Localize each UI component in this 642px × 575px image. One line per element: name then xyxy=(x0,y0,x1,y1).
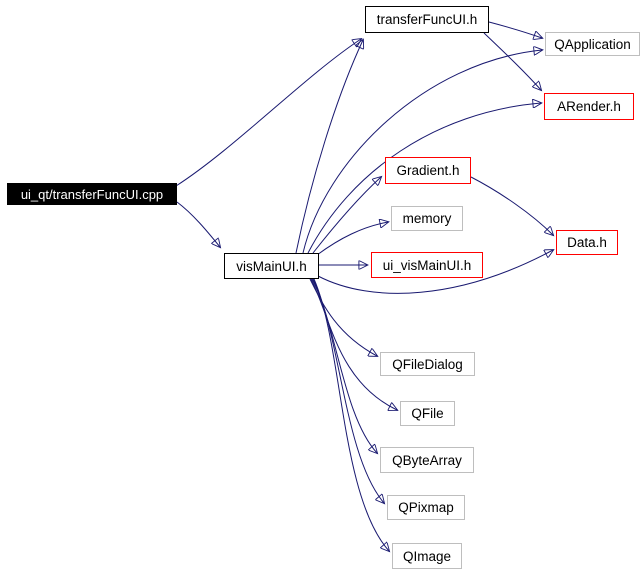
node-label: memory xyxy=(402,211,452,226)
edge-Gradient-to-Data xyxy=(470,176,553,235)
edge-visMainUI-to-ARender xyxy=(307,103,541,254)
node-qfile: QFile xyxy=(400,401,455,426)
node-qfiledialog: QFileDialog xyxy=(380,352,475,376)
node-memory: memory xyxy=(391,206,463,231)
node-label: ui_qt/transferFuncUI.cpp xyxy=(20,186,164,202)
edge-visMainUI-to-memory xyxy=(316,222,388,256)
node-label: QApplication xyxy=(554,36,631,52)
node-vismainui-h[interactable]: visMainUI.h xyxy=(224,253,319,279)
node-label: QFileDialog xyxy=(392,356,463,372)
edge-visMainUI-to-Data xyxy=(317,250,553,294)
edge-transferFuncUI-to-ARender xyxy=(483,32,541,90)
node-label: visMainUI.h xyxy=(236,258,307,274)
node-qbytearray: QByteArray xyxy=(380,447,474,473)
node-arender-h[interactable]: ARender.h xyxy=(544,93,634,120)
edge-visMainUI-to-QImage xyxy=(313,278,389,551)
node-transferfuncui-h[interactable]: transferFuncUI.h xyxy=(365,6,489,33)
node-gradient-h[interactable]: Gradient.h xyxy=(385,157,471,184)
edge-visMainUI-to-QPixmap xyxy=(312,278,384,503)
node-label: QPixmap xyxy=(398,500,454,515)
node-label: ARender.h xyxy=(557,99,621,114)
node-label: Data.h xyxy=(567,235,607,250)
node-label: QImage xyxy=(402,548,452,564)
node-data-h[interactable]: Data.h xyxy=(556,230,618,255)
node-qimage: QImage xyxy=(392,543,462,569)
edge-cpp-to-transferFuncUI xyxy=(175,39,361,187)
edge-visMainUI-to-QFile xyxy=(310,278,397,410)
node-ui-qt-transferfuncui-cpp: ui_qt/transferFuncUI.cpp xyxy=(7,183,177,205)
edge-transferFuncUI-to-QApplication xyxy=(488,21,542,38)
edge-cpp-to-visMainUI xyxy=(176,201,220,247)
node-label: QFile xyxy=(411,406,444,421)
node-qapplication: QApplication xyxy=(545,32,640,56)
node-label: transferFuncUI.h xyxy=(376,12,478,27)
edge-visMainUI-to-Gradient xyxy=(312,177,381,254)
node-label: Gradient.h xyxy=(396,163,460,178)
node-qpixmap: QPixmap xyxy=(387,495,465,520)
edge-visMainUI-to-transferFuncUI xyxy=(295,40,363,254)
edge-visMainUI-to-QFileDialog xyxy=(309,278,377,356)
node-label: QByteArray xyxy=(392,452,462,468)
node-label: ui_visMainUI.h xyxy=(382,257,472,273)
edge-visMainUI-to-QApplication xyxy=(302,50,542,254)
node-ui-vismainui-h[interactable]: ui_visMainUI.h xyxy=(371,252,483,278)
